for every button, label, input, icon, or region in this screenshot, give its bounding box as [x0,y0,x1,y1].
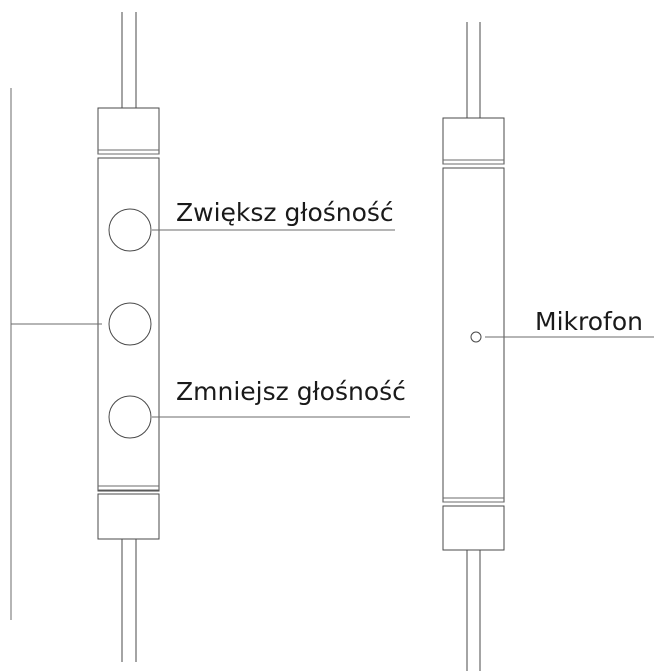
left-remote [10,12,410,662]
volume-up-label: Zwiększ głośność [176,198,394,227]
right-remote [442,22,654,671]
right-remote-body [442,167,505,503]
left-cable-bottom [121,539,137,662]
left-remote-body [97,157,160,492]
volume-down-label: Zmniejsz głośność [176,377,406,406]
volume-down-button [108,395,152,439]
volume-up-button [108,208,152,252]
right-bottom-cap [442,505,505,551]
microphone-hole [470,331,482,343]
microphone-label: Mikrofon [535,307,643,336]
left-bottom-cap [97,493,160,540]
right-cable-top [466,22,481,118]
left-top-cap [97,107,160,155]
right-cable-bottom [466,550,481,671]
center-button [108,302,152,346]
left-cable-top [121,12,137,108]
right-top-cap [442,117,505,165]
